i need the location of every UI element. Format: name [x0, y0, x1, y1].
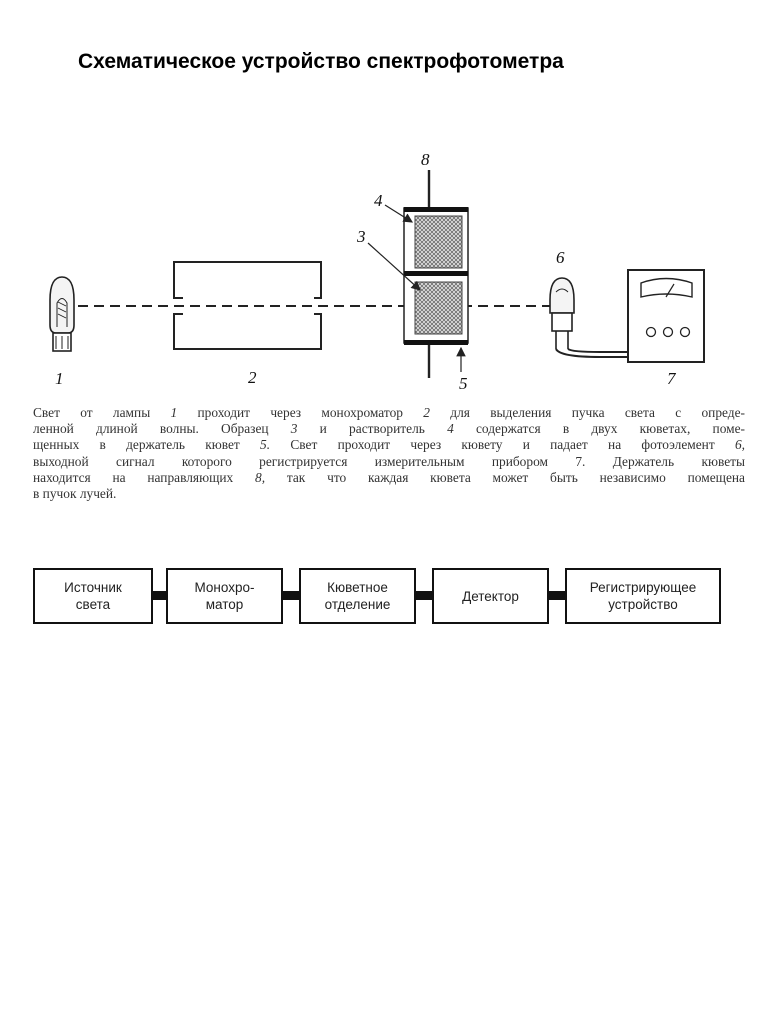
photocell-icon [549, 277, 575, 349]
label-monochromator: 2 [248, 368, 257, 387]
sample-cuvette [414, 281, 463, 335]
figure-caption: Свет от лампы 1 проходит через монохрома… [33, 405, 745, 502]
block-cuvette: Кюветное отделение [299, 568, 416, 624]
caption-line: в пучок лучей. [33, 486, 117, 502]
label-solvent: 4 [374, 191, 383, 210]
caption-line: Свет от лампы 1 проходит через монохрома… [33, 405, 745, 420]
label-photocell: 6 [556, 248, 565, 267]
block-mono: Монохро- матор [166, 568, 283, 624]
block-recorder: Регистрирующее устройство [565, 568, 721, 624]
block-connector [549, 591, 565, 600]
label-lamp: 1 [55, 369, 64, 388]
block-connector [153, 591, 166, 600]
cuvette-holder [403, 170, 469, 378]
block-source: Источник света [33, 568, 153, 624]
spectrophotometer-schematic: 8 4 3 6 1 2 5 7 [49, 150, 705, 393]
solvent-cuvette [414, 215, 463, 269]
label-meter: 7 [667, 369, 677, 388]
label-holder: 5 [459, 374, 468, 393]
caption-line: щенных в держатель кювет 5. Свет проходи… [33, 437, 745, 453]
meter-icon [627, 269, 705, 363]
block-connector [283, 591, 299, 600]
label-sample: 3 [356, 227, 366, 246]
page-title: Схематическое устройство спектрофотометр… [78, 50, 564, 73]
caption-line: выходной сигнал которого регистрируется … [33, 453, 745, 469]
monochromator [173, 261, 322, 350]
label-guides: 8 [421, 150, 430, 169]
lamp-icon [49, 276, 75, 352]
block-connector [416, 591, 432, 600]
caption-line: находится на направляющих 8, так что каж… [33, 469, 745, 485]
caption-line: ленной длиной волны. Образец 3 и раствор… [33, 421, 746, 437]
block-detector: Детектор [432, 568, 549, 624]
